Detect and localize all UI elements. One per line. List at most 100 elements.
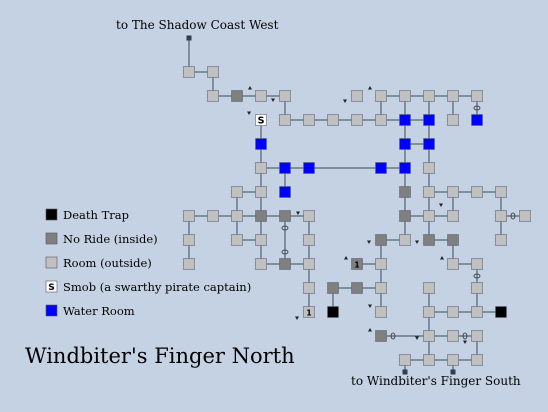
- room-outside[interactable]: [423, 162, 435, 174]
- room-inside[interactable]: [327, 282, 339, 294]
- room-outside[interactable]: [471, 306, 483, 318]
- room-outside[interactable]: [255, 258, 267, 270]
- room-outside[interactable]: [255, 90, 267, 102]
- door-icon: [281, 225, 289, 231]
- exit-label-south: to Windbiter's Finger South: [351, 374, 521, 388]
- room-water[interactable]: [399, 162, 411, 174]
- room-outside[interactable]: [471, 330, 483, 342]
- map-rooms: S11: [183, 66, 531, 366]
- room-outside[interactable]: [447, 186, 459, 198]
- exit-links: [186, 35, 456, 375]
- room-outside[interactable]: [471, 90, 483, 102]
- room-outside[interactable]: [495, 210, 507, 222]
- room-outside[interactable]: [255, 234, 267, 246]
- room-outside[interactable]: [447, 210, 459, 222]
- room-outside[interactable]: [447, 258, 459, 270]
- room-water[interactable]: [303, 162, 315, 174]
- room-outside[interactable]: [303, 210, 315, 222]
- room-outside[interactable]: [495, 186, 507, 198]
- room-outside[interactable]: [423, 354, 435, 366]
- legend-swatch-water: [45, 304, 58, 317]
- room-outside[interactable]: [375, 282, 387, 294]
- room-outside[interactable]: [471, 282, 483, 294]
- room-inside[interactable]: [255, 210, 267, 222]
- room-outside[interactable]: [375, 306, 387, 318]
- room-water[interactable]: [279, 186, 291, 198]
- room-water[interactable]: [423, 114, 435, 126]
- room-outside[interactable]: [375, 114, 387, 126]
- room-outside[interactable]: [183, 210, 195, 222]
- room-outside[interactable]: [447, 354, 459, 366]
- legend-item-outside: Room (outside): [45, 256, 152, 270]
- room-water[interactable]: [423, 138, 435, 150]
- room-outside[interactable]: [303, 258, 315, 270]
- room-smob[interactable]: [255, 114, 267, 126]
- room-water[interactable]: [375, 162, 387, 174]
- room-outside[interactable]: [471, 258, 483, 270]
- room-inside[interactable]: [399, 210, 411, 222]
- door-icon: [462, 332, 468, 340]
- room-outside[interactable]: [471, 186, 483, 198]
- down-exit-icon: [271, 98, 275, 102]
- room-water[interactable]: [399, 114, 411, 126]
- room-outside[interactable]: [399, 234, 411, 246]
- room-outside[interactable]: [303, 282, 315, 294]
- room-outside[interactable]: [423, 186, 435, 198]
- room-outside[interactable]: [327, 114, 339, 126]
- room-water[interactable]: [279, 162, 291, 174]
- room-water[interactable]: [399, 138, 411, 150]
- room-outside[interactable]: [279, 114, 291, 126]
- room-inside[interactable]: [375, 234, 387, 246]
- room-inside[interactable]: [351, 258, 363, 270]
- room-outside[interactable]: [399, 90, 411, 102]
- room-death-trap[interactable]: [495, 306, 507, 318]
- room-death-trap[interactable]: [327, 306, 339, 318]
- room-outside[interactable]: [375, 258, 387, 270]
- room-outside[interactable]: [303, 114, 315, 126]
- room-outside[interactable]: [183, 258, 195, 270]
- room-outside[interactable]: [471, 354, 483, 366]
- room-outside[interactable]: [423, 210, 435, 222]
- room-outside[interactable]: [207, 210, 219, 222]
- room-outside[interactable]: [303, 306, 315, 318]
- room-outside[interactable]: [183, 66, 195, 78]
- room-inside[interactable]: [279, 258, 291, 270]
- legend-swatch-death-trap: [45, 208, 58, 221]
- room-outside[interactable]: [519, 210, 531, 222]
- room-outside[interactable]: [495, 234, 507, 246]
- room-outside[interactable]: [447, 330, 459, 342]
- room-outside[interactable]: [423, 330, 435, 342]
- room-water[interactable]: [255, 138, 267, 150]
- room-outside[interactable]: [207, 66, 219, 78]
- room-outside[interactable]: [399, 354, 411, 366]
- room-inside[interactable]: [423, 234, 435, 246]
- room-outside[interactable]: [255, 162, 267, 174]
- room-inside[interactable]: [399, 186, 411, 198]
- room-outside[interactable]: [423, 90, 435, 102]
- room-outside[interactable]: [303, 234, 315, 246]
- room-outside[interactable]: [447, 90, 459, 102]
- room-outside[interactable]: [447, 114, 459, 126]
- room-outside[interactable]: [351, 114, 363, 126]
- room-outside[interactable]: [231, 234, 243, 246]
- room-number: 1: [306, 308, 311, 317]
- map-title: Windbiter's Finger North: [25, 344, 295, 368]
- room-inside[interactable]: [375, 330, 387, 342]
- room-outside[interactable]: [351, 90, 363, 102]
- room-outside[interactable]: [231, 210, 243, 222]
- room-water[interactable]: [471, 114, 483, 126]
- room-inside[interactable]: [231, 90, 243, 102]
- room-outside[interactable]: [447, 306, 459, 318]
- room-outside[interactable]: [183, 234, 195, 246]
- room-outside[interactable]: [423, 306, 435, 318]
- room-inside[interactable]: [447, 234, 459, 246]
- room-outside[interactable]: [375, 90, 387, 102]
- room-outside[interactable]: [255, 186, 267, 198]
- room-outside[interactable]: [207, 90, 219, 102]
- room-outside[interactable]: [279, 90, 291, 102]
- door-icon: [510, 212, 516, 220]
- room-inside[interactable]: [351, 282, 363, 294]
- room-inside[interactable]: [279, 210, 291, 222]
- room-outside[interactable]: [231, 186, 243, 198]
- room-outside[interactable]: [423, 282, 435, 294]
